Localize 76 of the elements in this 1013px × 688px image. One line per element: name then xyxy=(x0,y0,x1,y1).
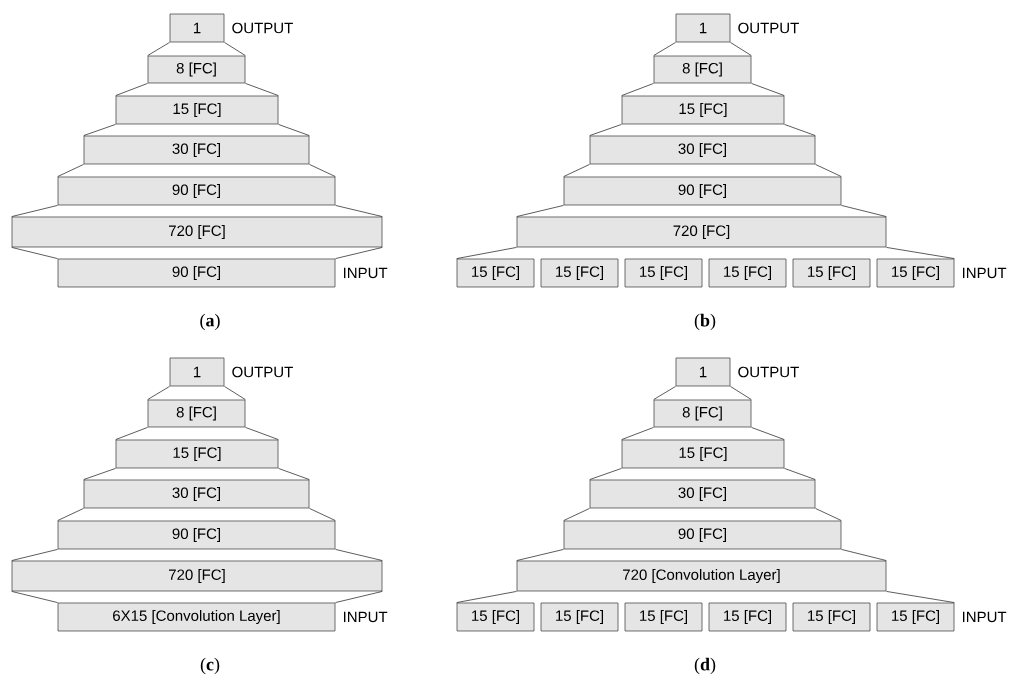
connector-line xyxy=(653,42,752,56)
layer-box: 8 [FC] xyxy=(653,399,752,428)
panel-caption: (a) xyxy=(200,313,220,331)
layer-box: 1 xyxy=(675,357,731,387)
layer-box: 30 [FC] xyxy=(83,135,310,165)
layer-box: 15 [FC] xyxy=(540,602,619,632)
connector-line xyxy=(456,247,517,259)
layer-box: 15 [FC] xyxy=(115,95,279,125)
connector-line xyxy=(11,247,383,259)
connector-line xyxy=(11,549,383,561)
connector-line xyxy=(11,205,383,217)
layer-box: 8 [FC] xyxy=(653,55,752,84)
connector-line xyxy=(57,508,336,521)
layer-box: 15 [FC] xyxy=(456,602,535,632)
layer-box: 720 [FC] xyxy=(11,216,383,248)
panel-caption: (b) xyxy=(694,313,716,331)
layer-box: 90 [FC] xyxy=(57,258,336,288)
layer-box: 15 [FC] xyxy=(792,602,871,632)
side-label: INPUT xyxy=(344,267,388,279)
connector-line xyxy=(147,42,246,56)
layer-box: 15 [FC] xyxy=(876,602,955,632)
panel-caption: (c) xyxy=(200,657,220,675)
layer-box: 720 [FC] xyxy=(11,560,383,592)
side-label: OUTPUT xyxy=(232,366,293,378)
connector-line xyxy=(115,83,279,96)
layer-box: 90 [FC] xyxy=(563,520,842,550)
connector-line xyxy=(516,205,887,217)
side-label: INPUT xyxy=(344,611,388,623)
layer-box: 15 [FC] xyxy=(621,95,785,125)
connector-line xyxy=(516,549,887,561)
layer-box: 1 xyxy=(675,13,731,43)
layer-box: 90 [FC] xyxy=(57,176,336,206)
layer-box: 15 [FC] xyxy=(621,439,785,469)
connector-line xyxy=(563,508,842,521)
connector-line xyxy=(886,591,955,603)
layer-box: 15 [FC] xyxy=(708,602,787,632)
layer-box: 15 [FC] xyxy=(624,258,703,288)
layer-box: 8 [FC] xyxy=(147,55,246,84)
connector-line xyxy=(83,468,310,480)
connector-line xyxy=(653,386,752,400)
connector-line xyxy=(456,591,517,603)
connector-line xyxy=(11,591,383,603)
connector-line xyxy=(621,83,785,96)
connector-line xyxy=(886,247,955,259)
panel-caption: (d) xyxy=(694,657,716,675)
side-label: OUTPUT xyxy=(232,22,293,34)
layer-box: 8 [FC] xyxy=(147,399,246,428)
layer-box: 30 [FC] xyxy=(589,479,816,509)
layer-box: 30 [FC] xyxy=(589,135,816,165)
layer-box: 15 [FC] xyxy=(456,258,535,288)
connector-line xyxy=(83,124,310,136)
side-label: OUTPUT xyxy=(738,366,799,378)
connector-line xyxy=(589,468,816,480)
layer-box: 90 [FC] xyxy=(563,176,842,206)
connector-line xyxy=(589,124,816,136)
layer-box: 15 [FC] xyxy=(708,258,787,288)
connector-line xyxy=(57,164,336,177)
layer-box: 720 [FC] xyxy=(516,216,887,248)
layer-box: 1 xyxy=(169,13,225,43)
layer-box: 720 [Convolution Layer] xyxy=(516,560,887,592)
connector-line xyxy=(147,386,246,400)
layer-box: 90 [FC] xyxy=(57,520,336,550)
layer-box: 15 [FC] xyxy=(115,439,279,469)
connector-line xyxy=(115,427,279,440)
layer-box: 6X15 [Convolution Layer] xyxy=(57,602,336,632)
layer-box: 1 xyxy=(169,357,225,387)
layer-box: 15 [FC] xyxy=(540,258,619,288)
layer-box: 15 [FC] xyxy=(876,258,955,288)
side-label: OUTPUT xyxy=(738,22,799,34)
layer-box: 15 [FC] xyxy=(624,602,703,632)
layer-box: 30 [FC] xyxy=(83,479,310,509)
connector-line xyxy=(563,164,842,177)
side-label: INPUT xyxy=(963,611,1007,623)
layer-box: 15 [FC] xyxy=(792,258,871,288)
side-label: INPUT xyxy=(963,267,1007,279)
connector-line xyxy=(621,427,785,440)
